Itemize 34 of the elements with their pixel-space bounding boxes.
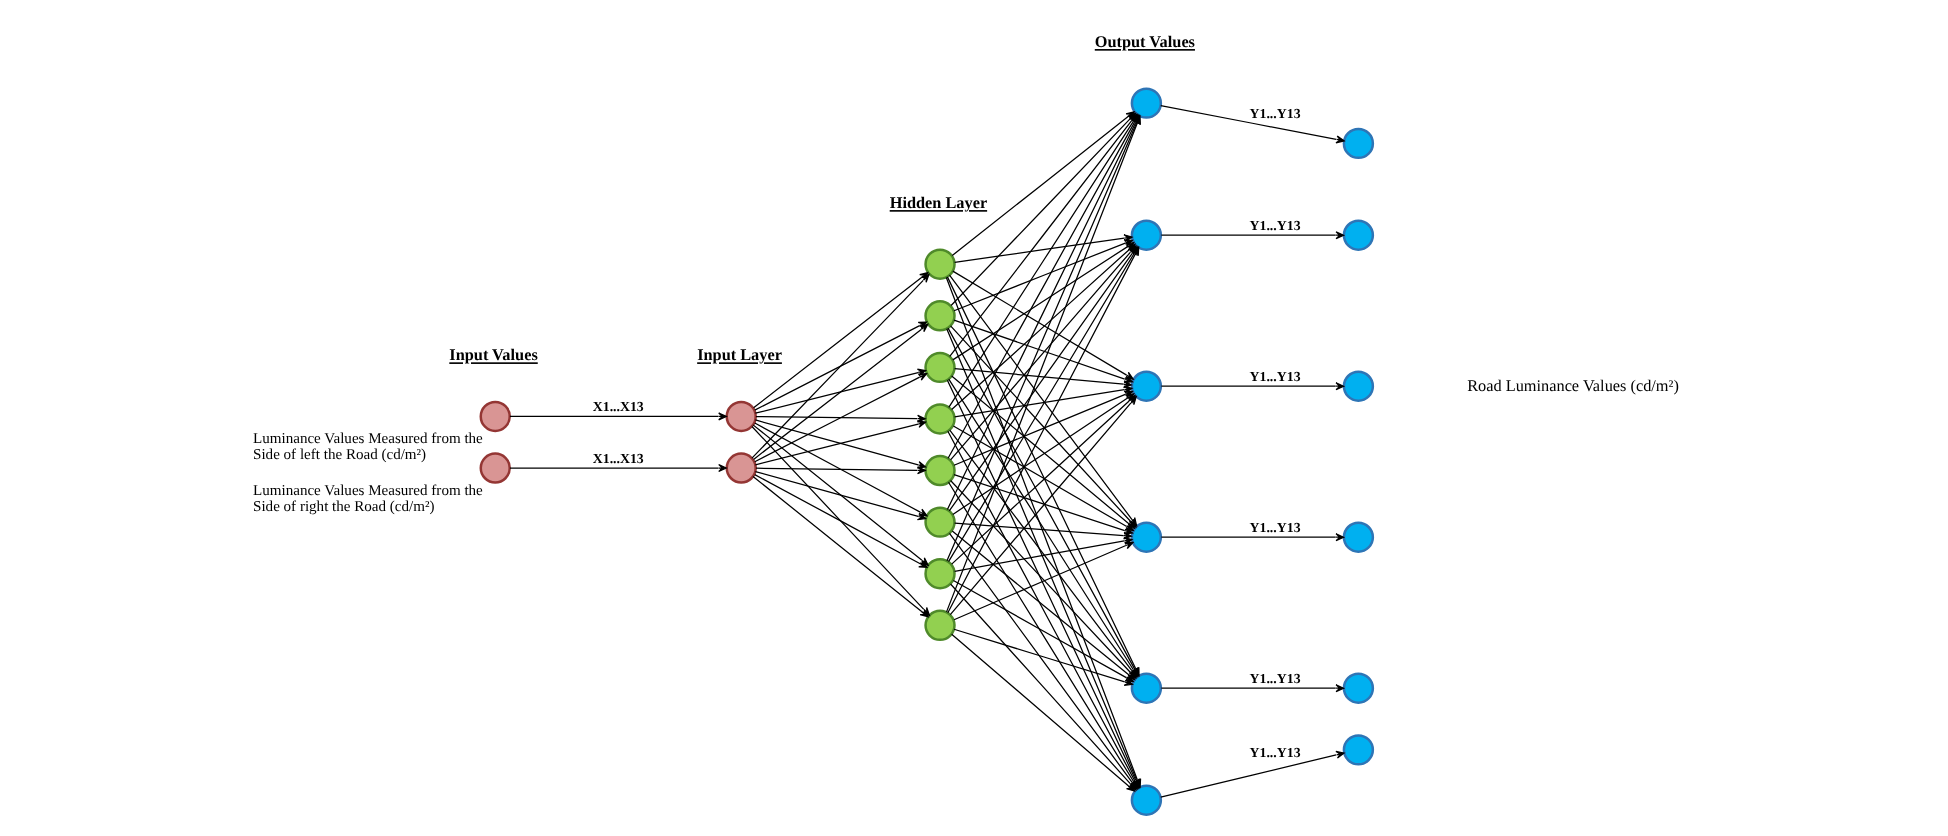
node-circle [1130, 370, 1163, 402]
node-circle [924, 403, 956, 435]
arrow [953, 541, 1134, 621]
node-circle [1342, 672, 1375, 704]
node-circle [725, 452, 757, 484]
arrow [1160, 684, 1345, 693]
node-circle [479, 452, 511, 484]
arrow [1160, 533, 1345, 542]
arrow [1160, 105, 1345, 144]
arrow [509, 464, 727, 473]
node-circle [924, 558, 956, 590]
node-circle [1130, 672, 1163, 704]
node-circle [1342, 521, 1375, 553]
node-circle [924, 506, 956, 538]
arrow [755, 466, 926, 475]
node-circle [1342, 370, 1375, 402]
node-circle [1342, 219, 1375, 251]
node-circle [479, 400, 511, 433]
arrow [1160, 231, 1345, 240]
arrow [509, 412, 727, 421]
node-circle [924, 248, 956, 280]
node-circle [1130, 784, 1163, 816]
node-circle [924, 300, 956, 332]
node-circle [1130, 87, 1163, 119]
node-circle [1342, 734, 1375, 766]
node-circle [1130, 521, 1163, 553]
node-circle [924, 454, 956, 487]
node-circle [725, 400, 757, 433]
arrow [1160, 750, 1345, 798]
node-circle [924, 351, 956, 384]
node-circle [1130, 219, 1163, 251]
node-circle [1342, 127, 1375, 160]
arrow [1160, 382, 1345, 391]
node-circle [924, 609, 956, 641]
